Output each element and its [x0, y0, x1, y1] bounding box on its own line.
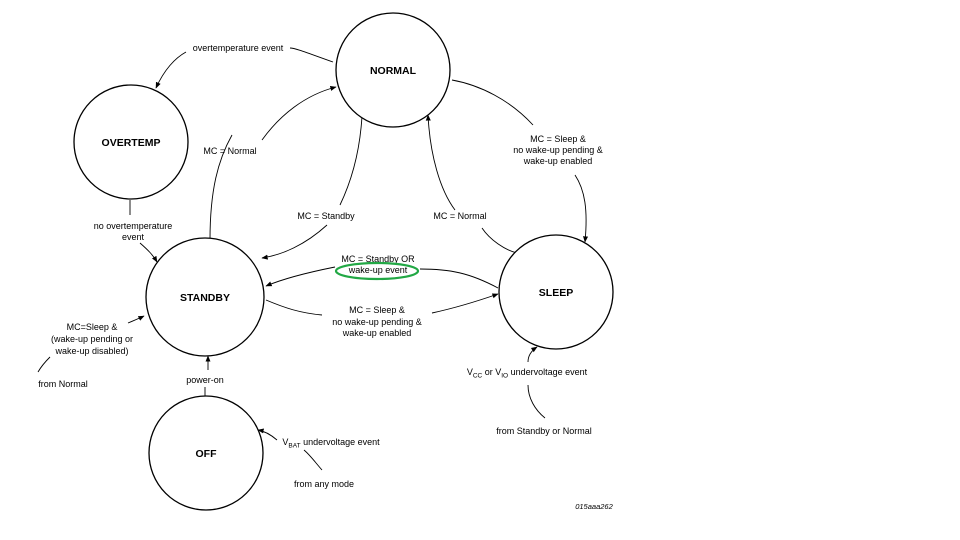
edge-sleep-to-standby — [419, 268, 499, 289]
edge-normal-to-sleep-head — [574, 174, 589, 243]
edge-standby-to-sleep-head — [431, 293, 499, 314]
edge-to-sleep-undervoltage-head — [527, 346, 538, 363]
label-from-any-mode: from any mode — [294, 479, 354, 489]
edge-to-sleep-undervoltage — [527, 384, 546, 419]
label-standby-to-sleep-2: no wake-up pending & — [332, 317, 422, 327]
edge-normal-entry-standby-head — [127, 315, 145, 324]
edge-any-to-off-head — [257, 428, 278, 441]
edge-standby-to-normal — [209, 134, 233, 241]
label-vbat-sub: BAT — [288, 443, 300, 450]
edge-normal-to-sleep — [451, 79, 534, 126]
label-power-on: power-on — [186, 375, 224, 385]
label-normal-entry-standby-3: wake-up disabled) — [54, 346, 128, 356]
label-sleep-to-normal: MC = Normal — [433, 211, 486, 221]
label-from-normal: from Normal — [38, 379, 88, 389]
label-normal-to-overtemp: overtemperature event — [193, 43, 284, 53]
label-overtemp-to-standby-1: no overtemperature — [94, 221, 173, 231]
label-vcc-v: V — [467, 367, 473, 377]
state-standby-label: STANDBY — [180, 292, 230, 304]
label-vcc-vio-suffix: undervoltage event — [508, 367, 588, 377]
state-off: OFF — [148, 395, 264, 511]
label-vio-sub: IO — [501, 373, 508, 380]
label-vbat-undervoltage: VBAT undervoltage event — [282, 437, 380, 450]
state-sleep-label: SLEEP — [539, 287, 573, 299]
label-normal-entry-standby-2: (wake-up pending or — [51, 334, 133, 344]
edge-normal-entry-standby — [37, 356, 51, 373]
edge-normal-to-overtemp — [289, 47, 334, 63]
label-normal-to-sleep-3: wake-up enabled — [523, 156, 593, 166]
edge-any-to-off — [303, 449, 323, 471]
edge-normal-to-standby — [339, 115, 363, 206]
label-sleep-to-standby-2: wake-up event — [348, 265, 408, 275]
wake-up-event-highlight — [334, 261, 420, 281]
label-normal-to-sleep-2: no wake-up pending & — [513, 145, 603, 155]
label-standby-to-sleep-1: MC = Sleep & — [349, 305, 405, 315]
state-off-label: OFF — [196, 448, 218, 460]
edge-overtemp-to-standby-head — [139, 242, 158, 263]
label-normal-entry-standby-1: MC=Sleep & — [67, 322, 118, 332]
label-normal-to-standby: MC = Standby — [297, 211, 355, 221]
edge-normal-to-overtemp-head — [155, 51, 187, 89]
label-normal-to-sleep-1: MC = Sleep & — [530, 134, 586, 144]
edge-sleep-to-normal — [481, 227, 518, 254]
state-standby: STANDBY — [145, 237, 265, 357]
label-from-standby-or-normal: from Standby or Normal — [496, 426, 592, 436]
label-standby-to-normal: MC = Normal — [203, 146, 256, 156]
label-vbat-suffix: undervoltage event — [301, 437, 381, 447]
figure-id: 015aaa262 — [575, 502, 613, 511]
state-overtemp: OVERTEMP — [73, 84, 189, 200]
label-overtemp-to-standby-2: event — [122, 232, 145, 242]
edge-sleep-to-standby-head — [265, 266, 336, 287]
edge-normal-to-standby-head — [261, 224, 328, 260]
edge-standby-to-normal-head — [261, 85, 337, 141]
state-normal-label: NORMAL — [370, 65, 417, 77]
label-vcc-vio-undervoltage: VCC or VIO undervoltage event — [467, 367, 588, 380]
state-sleep: SLEEP — [498, 234, 614, 350]
label-vcc-sub: CC — [473, 373, 483, 380]
label-standby-to-sleep-3: wake-up enabled — [342, 328, 412, 338]
label-vbat-v: V — [282, 437, 288, 447]
edge-sleep-to-normal-head — [425, 114, 456, 211]
label-vio-or: or V — [482, 367, 501, 377]
state-overtemp-label: OVERTEMP — [102, 137, 161, 149]
edge-standby-to-sleep — [265, 299, 323, 316]
label-sleep-to-standby-1: MC = Standby OR — [341, 254, 415, 264]
state-normal: NORMAL — [335, 12, 451, 128]
